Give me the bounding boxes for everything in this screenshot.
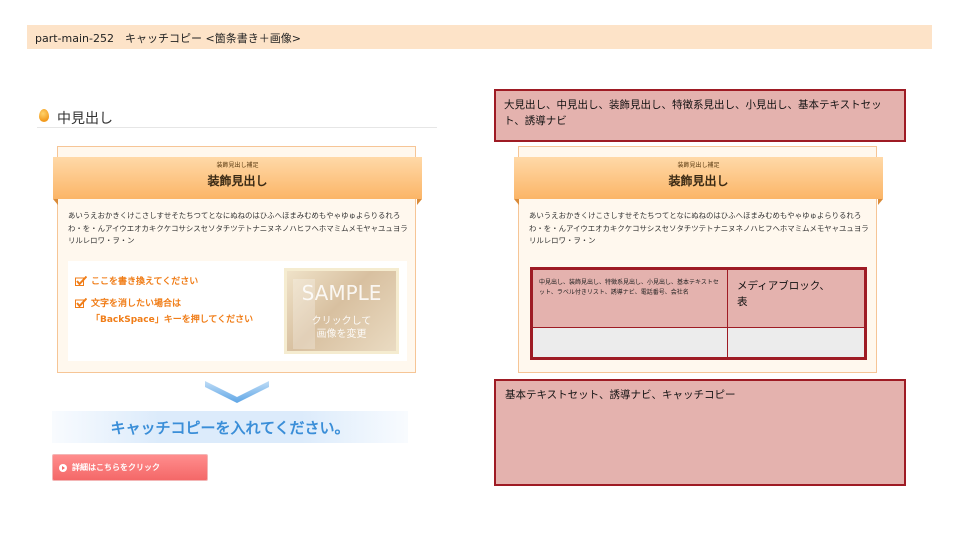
annotation-bottom: 基本テキストセット、誘導ナビ、キャッチコピー bbox=[494, 379, 906, 486]
sample-hint-line2: 画像を変更 bbox=[316, 329, 367, 340]
sample-word: SAMPLE bbox=[301, 281, 382, 305]
body-text: あいうえおかきくけこさしすせそたちつてとなにぬねのはひふへほまみむめもやゃゆゅよ… bbox=[529, 211, 869, 245]
sample-image-decor bbox=[293, 279, 315, 349]
annotation-cell-empty bbox=[727, 327, 865, 358]
mid-heading-text: 中見出し bbox=[57, 111, 113, 127]
decorated-heading-ribbon: 装飾見出し補足 装飾見出し bbox=[514, 157, 883, 205]
sample-image[interactable]: SAMPLE クリックして 画像を変更 bbox=[284, 268, 399, 354]
decorated-heading-main[interactable]: 装飾見出し bbox=[207, 174, 268, 188]
check-item-label[interactable]: 文字を消したい場合は bbox=[91, 299, 182, 309]
heading-bullet-icon bbox=[39, 109, 49, 122]
media-block: ここを書き換えてください 文字を消したい場合は 「BackSpace」キーを押し… bbox=[68, 261, 407, 361]
decorated-heading-main: 装飾見出し bbox=[668, 174, 729, 188]
check-item-label[interactable]: ここを書き換えてください bbox=[91, 277, 199, 287]
sample-hint-line1: クリックして bbox=[311, 316, 372, 327]
body-text[interactable]: あいうえおかきくけこさしすせそたちつてとなにぬねのはひふへほまみむめもやゃゆゅよ… bbox=[68, 211, 408, 245]
decorated-heading-sub: 装飾見出し補足 bbox=[677, 162, 720, 169]
check-icon bbox=[75, 276, 87, 286]
decorated-heading-ribbon: 装飾見出し補足 装飾見出し bbox=[53, 157, 422, 205]
catch-copy[interactable]: キャッチコピーを入れてください。 bbox=[110, 419, 350, 437]
arrow-circle-icon bbox=[59, 464, 67, 472]
annotation-grid: 中見出し、装飾見出し、特徴系見出し、小見出し、基本テキストセット、ラベル付きリス… bbox=[530, 267, 867, 360]
check-icon bbox=[75, 298, 87, 308]
detail-button[interactable]: 詳細はこちらをクリック bbox=[52, 454, 208, 481]
annotation-cell-media: メディアブロック、 表 bbox=[727, 269, 865, 328]
detail-button-label: 詳細はこちらをクリック bbox=[72, 463, 160, 472]
decorated-box-right: 装飾見出し補足 装飾見出し あいうえおかきくけこさしすせそたちつてとなにぬねのは… bbox=[514, 146, 883, 373]
mid-heading: 中見出し bbox=[37, 106, 437, 128]
header-bar: part-main-252 キャッチコピー <箇条書き＋画像> bbox=[27, 25, 932, 49]
annotation-top: 大見出し、中見出し、装飾見出し、特徴系見出し、小見出し、基本テキストセット、誘導… bbox=[494, 89, 906, 142]
catch-copy-band: キャッチコピーを入れてください。 bbox=[52, 411, 408, 443]
decorated-box-left: 装飾見出し補足 装飾見出し あいうえおかきくけこさしすせそたちつてとなにぬねのは… bbox=[53, 146, 422, 373]
page-title: part-main-252 キャッチコピー <箇条書き＋画像> bbox=[35, 32, 301, 45]
check-item-label-continued[interactable]: 「BackSpace」キーを押してください bbox=[91, 315, 254, 325]
decorated-heading-sub[interactable]: 装飾見出し補足 bbox=[216, 162, 259, 169]
chevron-down-icon bbox=[205, 381, 269, 403]
sample-hint: クリックして 画像を変更 bbox=[287, 315, 396, 341]
annotation-cell-text: 中見出し、装飾見出し、特徴系見出し、小見出し、基本テキストセット、ラベル付きリス… bbox=[532, 269, 728, 328]
annotation-cell-empty bbox=[532, 327, 728, 358]
